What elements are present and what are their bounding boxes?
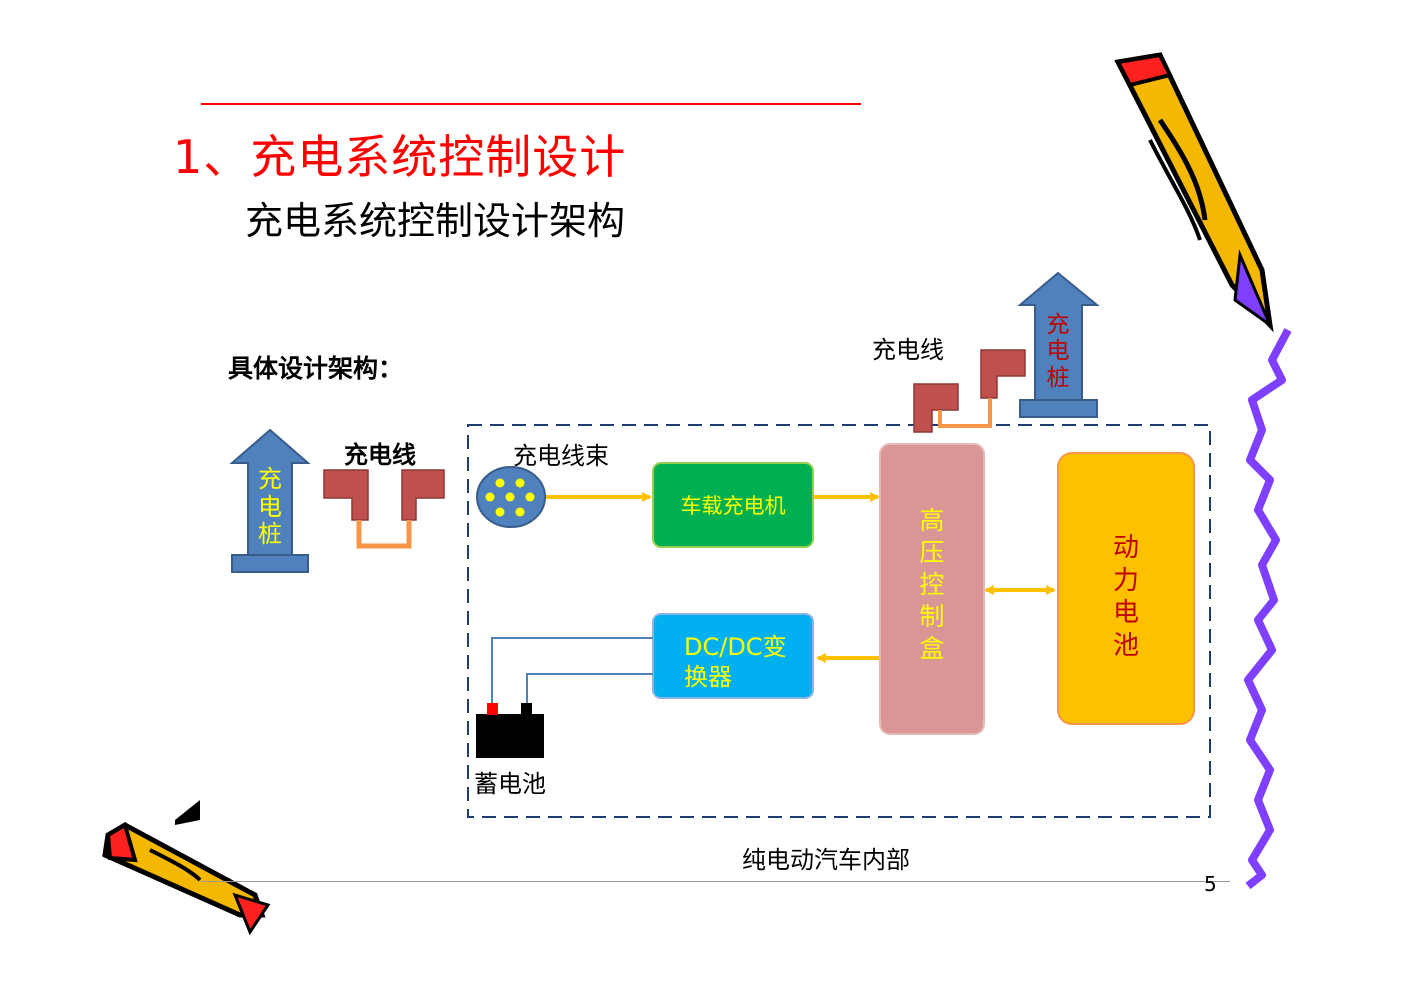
dcdc-converter-label: DC/DC变 换器 (684, 632, 787, 692)
charging-cable-left-label: 充电线 (344, 441, 416, 469)
harness-connector-icon (476, 466, 546, 528)
charging-pile-right-icon (1017, 271, 1100, 418)
dcdc-wire-negative (491, 637, 653, 705)
charging-pile-right-label: 充电桩 (1046, 312, 1070, 391)
pencil-bottom-left-icon (102, 800, 271, 936)
hv-control-box-label: 高压控制盒 (919, 506, 945, 663)
slide-subtitle: 充电系统控制设计架构 (245, 199, 626, 243)
slide-title: 1、充电系统控制设计 (173, 130, 627, 184)
charging-pile-left-icon (229, 428, 311, 573)
dcdc-converter-label-line2: 换器 (684, 663, 732, 691)
dcdc-wire-positive (526, 673, 653, 705)
dcdc-converter-label-line1: DC/DC变 (684, 633, 787, 661)
section-label: 具体设计架构： (228, 354, 404, 383)
power-battery-box (1057, 452, 1195, 725)
vehicle-boundary-label: 纯电动汽车内部 (742, 846, 910, 874)
hv-control-box (879, 443, 985, 735)
page-number: 5 (1204, 872, 1217, 896)
footer-rule (201, 881, 1230, 882)
vehicle-boundary (467, 424, 1211, 818)
wavy-line-decoration (1244, 328, 1292, 890)
onboard-charger-label: 车载充电机 (680, 494, 786, 518)
title-rule (201, 103, 861, 105)
power-battery-label: 动力电池 (1112, 533, 1139, 661)
charging-cable-right-label: 充电线 (872, 336, 944, 364)
onboard-charger-box (652, 462, 814, 548)
auxiliary-battery-icon (476, 703, 544, 758)
charging-cable-left-icon (323, 469, 445, 549)
pencil-top-right-icon (1114, 52, 1274, 333)
charging-pile-left-label: 充电桩 (258, 465, 282, 549)
auxiliary-battery-label: 蓄电池 (474, 770, 546, 798)
harness-label: 充电线束 (513, 442, 609, 470)
dcdc-converter-box (652, 613, 814, 699)
charging-cable-right-icon (913, 349, 1026, 433)
